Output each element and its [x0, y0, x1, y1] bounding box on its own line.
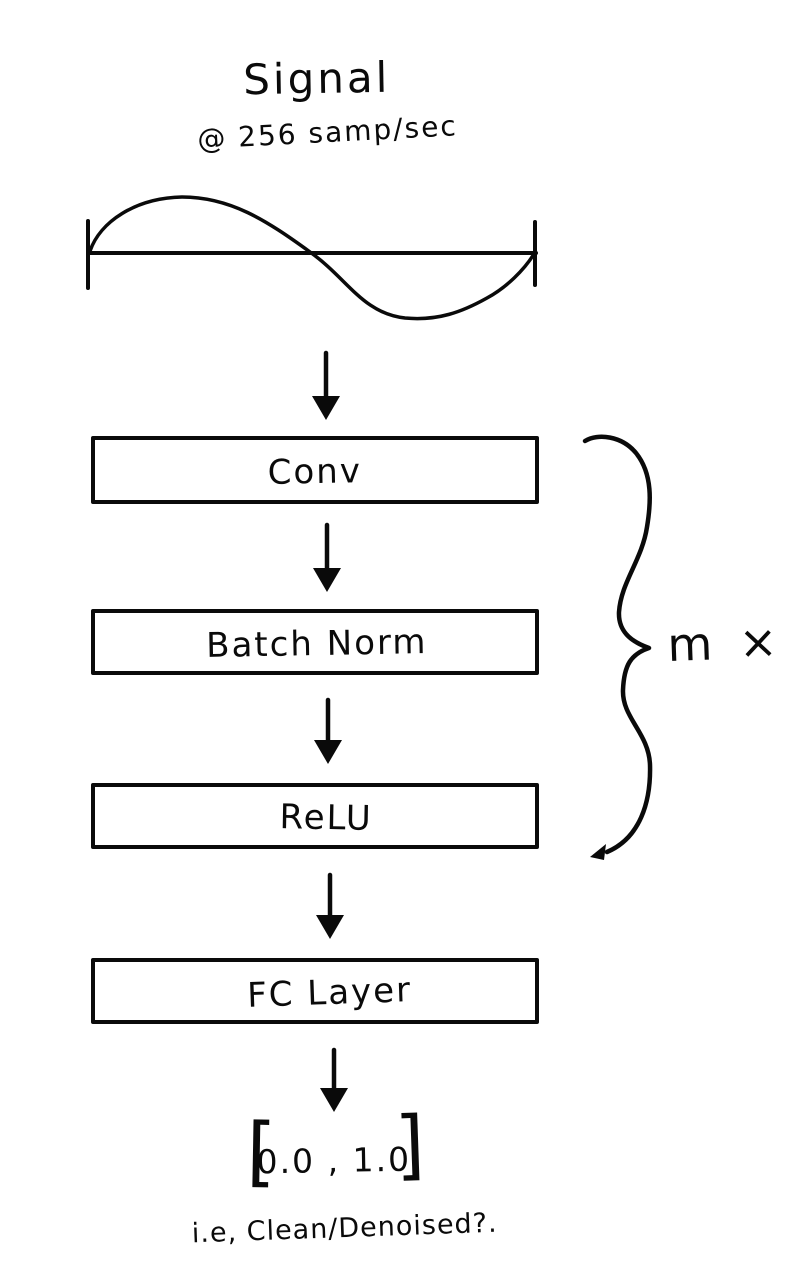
output-section: [ 0.0 , 1.0 ] i.e, Clean/Denoised?. [191, 1099, 498, 1249]
flow-arrow-1 [312, 350, 340, 420]
arrow-head [320, 1088, 348, 1112]
batch-norm-box [91, 609, 539, 675]
flow-arrow-3 [314, 697, 342, 764]
arrow-head [312, 396, 340, 420]
conv-label: Conv [267, 451, 362, 493]
flow-arrow-5 [320, 1047, 348, 1112]
sine-wave-icon [86, 195, 538, 321]
flow-arrow-4 [316, 872, 344, 939]
brace-arrowhead-icon [590, 844, 606, 860]
arrow-head [316, 915, 344, 939]
arrow-head [314, 740, 342, 764]
diagram-title: Signal [243, 53, 391, 105]
sine-curve [88, 195, 536, 321]
block-batch-norm: Batch Norm [91, 609, 539, 675]
batch-norm-label: Batch Norm [206, 622, 428, 666]
arrow-head [313, 568, 341, 592]
output-range-value: 0.0 , 1.0 [256, 1140, 411, 1182]
output-note: i.e, Clean/Denoised?. [191, 1208, 498, 1250]
sample-rate-label: @ 256 samp/sec [196, 109, 458, 156]
repeat-count-label: m × [666, 614, 784, 672]
fc-layer-label: FC Layer [247, 970, 413, 1016]
conv-box [91, 436, 539, 504]
block-relu: ReLU [91, 783, 539, 849]
repeat-brace [582, 434, 653, 860]
flow-arrow-2 [313, 522, 341, 592]
output-close-bracket: ] [394, 1099, 427, 1189]
block-fc-layer: FC Layer [91, 958, 539, 1024]
block-conv: Conv [91, 436, 539, 504]
fc-layer-box [91, 958, 539, 1024]
relu-box [91, 783, 539, 849]
output-open-bracket: [ [246, 1106, 277, 1196]
relu-label: ReLU [279, 797, 373, 839]
repeat-brace-path [582, 434, 653, 855]
